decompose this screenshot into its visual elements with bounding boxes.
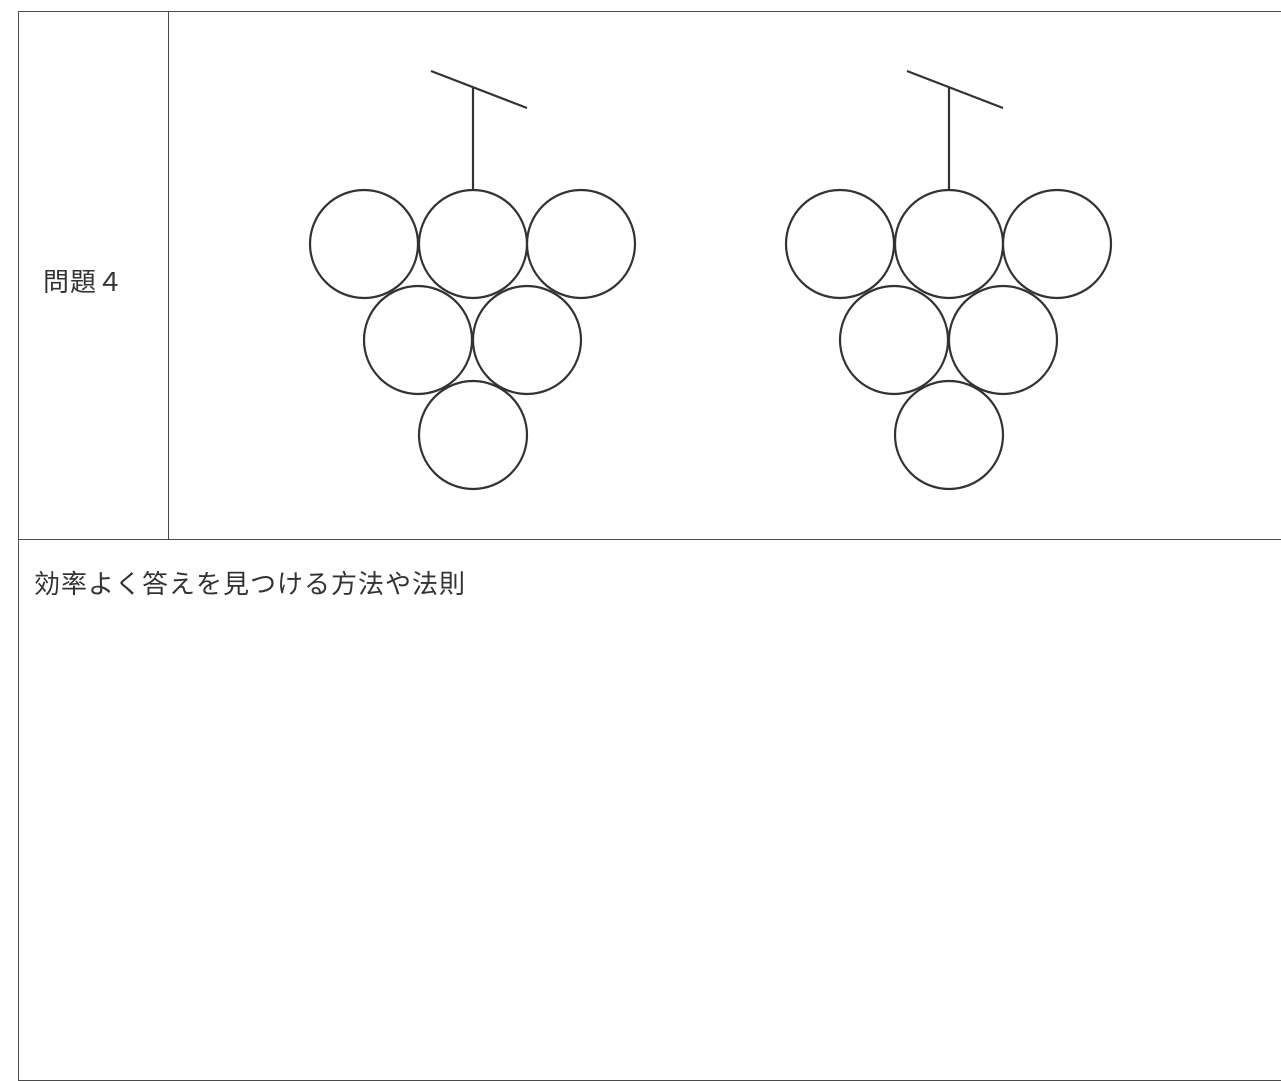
grapes-figure [308, 69, 1113, 491]
grape-circle [308, 188, 420, 300]
grape-circle [471, 284, 583, 396]
grape-circle [893, 379, 1005, 491]
problem-label-cell: 問題４ [19, 12, 169, 539]
problem-row: 問題４ [19, 12, 1281, 540]
grape-cluster-right [784, 69, 1113, 491]
grape-circle [525, 188, 637, 300]
answer-writing-area[interactable] [19, 612, 1281, 1062]
method-section-title: 効率よく答えを見つける方法や法則 [34, 570, 467, 600]
grape-cluster-left [308, 69, 637, 491]
grape-circle [784, 188, 896, 300]
stem-line [906, 69, 1004, 110]
stem-line [430, 69, 528, 110]
grape-circle [1001, 188, 1113, 300]
figure-cell [169, 12, 1281, 539]
grape-circle [838, 284, 950, 396]
grape-circle [417, 379, 529, 491]
grape-circle [947, 284, 1059, 396]
worksheet-table: 問題４ [18, 11, 1281, 1081]
grape-circle [417, 188, 529, 300]
grape-circle [362, 284, 474, 396]
grape-circle [893, 188, 1005, 300]
problem-label: 問題４ [43, 268, 125, 298]
